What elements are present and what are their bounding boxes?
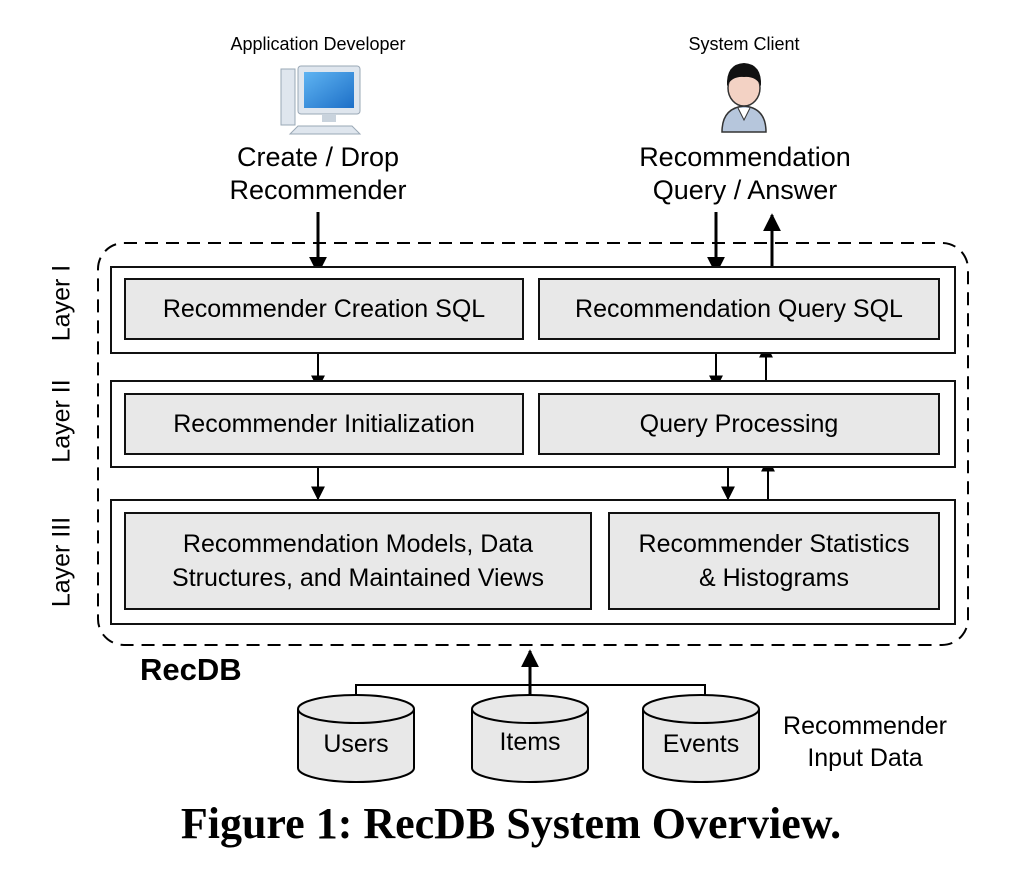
- input-data-label-line1: Recommender: [783, 712, 947, 740]
- recommendation-query-sql-box: Recommendation Query SQL: [538, 278, 940, 340]
- layer-2-label: Layer II: [47, 379, 76, 463]
- cylinder-events: [642, 694, 760, 783]
- developer-action-line1: Create / Drop: [236, 142, 400, 172]
- layer-1-label: Layer I: [47, 264, 76, 342]
- client-action-line2: Query / Answer: [652, 175, 838, 205]
- developer-action-line2: Recommender: [229, 175, 407, 205]
- recommender-creation-sql-box: Recommender Creation SQL: [124, 278, 524, 340]
- figure-caption: Figure 1: RecDB System Overview.: [180, 799, 842, 848]
- person-icon: [721, 63, 767, 133]
- users-table-label: Users: [323, 730, 389, 758]
- layer-3-label: Layer III: [47, 516, 76, 608]
- cylinder-users: [297, 694, 415, 783]
- input-data-label-line2: Input Data: [807, 744, 923, 772]
- query-processing-box: Query Processing: [538, 393, 940, 455]
- recdb-boundary: [97, 242, 969, 646]
- recommender-initialization-box: Recommender Initialization: [124, 393, 524, 455]
- recommendation-models-box: Recommendation Models, Data Structures, …: [124, 512, 592, 610]
- recdb-system-label: RecDB: [140, 652, 242, 687]
- cylinder-items: [471, 694, 589, 783]
- recommender-statistics-box: Recommender Statistics & Histograms: [608, 512, 940, 610]
- client-action-line1: Recommendation: [639, 142, 851, 172]
- developer-role-label: Application Developer: [230, 34, 406, 54]
- events-table-label: Events: [662, 730, 740, 758]
- computer-icon: [280, 65, 362, 135]
- client-role-label: System Client: [688, 34, 800, 54]
- items-table-label: Items: [499, 728, 561, 756]
